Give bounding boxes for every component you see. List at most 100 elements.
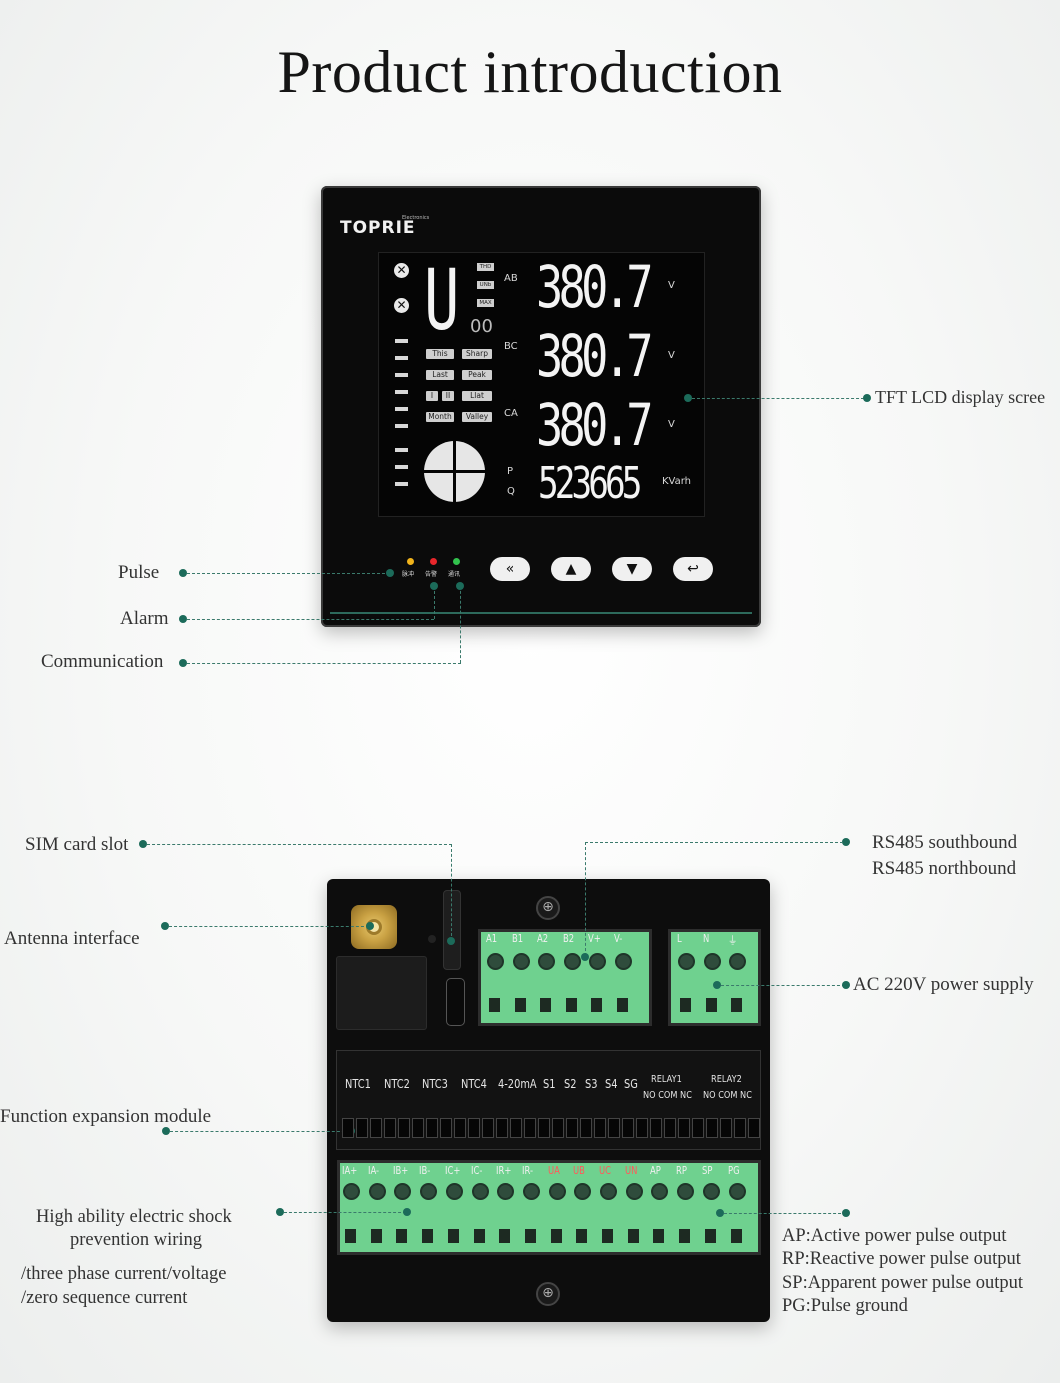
expansion-socket[interactable] [650, 1118, 662, 1138]
bottom-terminal-wire-hole[interactable] [627, 1229, 639, 1243]
communication-led [453, 558, 460, 565]
callout-dot [179, 659, 187, 667]
bottom-terminal-screw[interactable] [445, 1183, 463, 1200]
bottom-terminal-wire-hole[interactable] [524, 1229, 536, 1243]
rs485-terminal-screw[interactable] [512, 953, 530, 970]
bottom-terminal-screw[interactable] [625, 1183, 643, 1200]
expansion-socket[interactable] [370, 1118, 382, 1138]
rs485-terminal-wire-hole[interactable] [514, 998, 526, 1012]
bottom-terminal-wire-hole[interactable] [447, 1229, 459, 1243]
bottom-terminal-wire-hole[interactable] [576, 1229, 588, 1243]
rs485-terminal-screw[interactable] [563, 953, 581, 970]
pulse-led [407, 558, 414, 565]
sim-card-slot[interactable] [443, 890, 461, 970]
power-terminal-wire-hole[interactable] [705, 998, 717, 1012]
down-button[interactable]: ▼ [612, 557, 652, 581]
bottom-terminal-wire-hole[interactable] [473, 1229, 485, 1243]
bottom-terminal-screw[interactable] [702, 1183, 720, 1200]
reset-hole [428, 935, 436, 943]
rs485-terminal-wire-hole[interactable] [616, 998, 628, 1012]
power-terminal-screw[interactable] [678, 953, 695, 970]
bottom-terminal-wire-hole[interactable] [345, 1229, 356, 1243]
rs485-terminal-wire-hole[interactable] [591, 998, 602, 1012]
indicator-bar [395, 390, 408, 394]
rs485-terminal-wire-hole[interactable] [489, 998, 500, 1012]
power-terminal-screw[interactable] [729, 953, 746, 970]
bottom-terminal-label: IR- [521, 1164, 533, 1177]
expansion-socket[interactable] [524, 1118, 536, 1138]
bottom-terminal-screw[interactable] [728, 1183, 746, 1200]
bottom-terminal-screw[interactable] [651, 1183, 669, 1200]
bottom-terminal-screw[interactable] [420, 1183, 438, 1200]
expansion-socket[interactable] [356, 1118, 368, 1138]
expansion-socket[interactable] [412, 1118, 424, 1138]
unit-v: V [668, 280, 675, 291]
expansion-socket[interactable] [510, 1118, 522, 1138]
expansion-socket[interactable] [482, 1118, 494, 1138]
bottom-terminal-screw[interactable] [574, 1183, 592, 1200]
bottom-terminal-wire-hole[interactable] [550, 1229, 562, 1243]
expansion-socket[interactable] [622, 1118, 634, 1138]
bottom-terminal-wire-hole[interactable] [730, 1229, 742, 1243]
panel-accent-line [330, 612, 752, 614]
expansion-socket[interactable] [552, 1118, 564, 1138]
expansion-socket[interactable] [734, 1118, 746, 1138]
bottom-terminal-screw[interactable] [343, 1183, 360, 1200]
expansion-socket[interactable] [468, 1118, 480, 1138]
bottom-terminal-screw[interactable] [600, 1183, 617, 1200]
bottom-terminal-wire-hole[interactable] [704, 1229, 716, 1243]
expansion-socket[interactable] [692, 1118, 704, 1138]
power-terminal-wire-hole[interactable] [680, 998, 691, 1012]
bottom-terminal-wire-hole[interactable] [396, 1229, 408, 1243]
rs485-terminal-screw[interactable] [487, 953, 504, 970]
expansion-socket[interactable] [706, 1118, 718, 1138]
power-terminal-screw[interactable] [703, 953, 721, 970]
expansion-socket[interactable] [594, 1118, 606, 1138]
expansion-socket[interactable] [636, 1118, 648, 1138]
expansion-socket[interactable] [664, 1118, 676, 1138]
bottom-terminal-wire-hole[interactable] [602, 1229, 613, 1243]
rs485-terminal-screw[interactable] [614, 953, 632, 970]
expansion-socket[interactable] [580, 1118, 592, 1138]
expansion-socket[interactable] [398, 1118, 410, 1138]
back-button[interactable]: « [490, 557, 530, 581]
bottom-terminal-wire-hole[interactable] [370, 1229, 382, 1243]
rs485-terminal-screw[interactable] [538, 953, 555, 970]
expansion-socket[interactable] [608, 1118, 620, 1138]
expansion-socket[interactable] [496, 1118, 508, 1138]
expansion-socket[interactable] [440, 1118, 452, 1138]
callout-dot [366, 922, 374, 930]
expansion-label: 4-20mA [498, 1077, 537, 1091]
rs485-terminal-wire-hole[interactable] [540, 998, 551, 1012]
power-terminal-wire-hole[interactable] [731, 998, 742, 1012]
bottom-terminal-screw[interactable] [548, 1183, 566, 1200]
expansion-socket[interactable] [342, 1118, 354, 1138]
bottom-terminal-screw[interactable] [471, 1183, 489, 1200]
rs485-terminal-screw[interactable] [589, 953, 606, 970]
pill-peak: Peak [462, 370, 492, 380]
expansion-socket[interactable] [384, 1118, 396, 1138]
bottom-terminal-wire-hole[interactable] [679, 1229, 691, 1243]
expansion-label: NTC2 [384, 1077, 410, 1091]
expansion-socket[interactable] [454, 1118, 466, 1138]
expansion-socket[interactable] [538, 1118, 550, 1138]
expansion-socket[interactable] [566, 1118, 578, 1138]
bottom-terminal-screw[interactable] [394, 1183, 412, 1200]
rs485-terminal-wire-hole[interactable] [565, 998, 577, 1012]
bottom-terminal-screw[interactable] [677, 1183, 695, 1200]
alarm-label: Alarm [120, 608, 169, 629]
up-button[interactable]: ▲ [551, 557, 591, 581]
brand-subtitle: Electronics [402, 215, 430, 221]
bottom-terminal-screw[interactable] [368, 1183, 386, 1200]
expansion-socket[interactable] [748, 1118, 760, 1138]
bottom-terminal-screw[interactable] [497, 1183, 515, 1200]
bottom-terminal-wire-hole[interactable] [422, 1229, 434, 1243]
usb-port[interactable] [446, 978, 465, 1026]
expansion-socket[interactable] [678, 1118, 690, 1138]
bottom-terminal-screw[interactable] [522, 1183, 540, 1200]
bottom-terminal-wire-hole[interactable] [653, 1229, 665, 1243]
enter-button[interactable]: ↩ [673, 557, 713, 581]
expansion-socket[interactable] [426, 1118, 438, 1138]
bottom-terminal-wire-hole[interactable] [499, 1229, 511, 1243]
expansion-socket[interactable] [720, 1118, 732, 1138]
